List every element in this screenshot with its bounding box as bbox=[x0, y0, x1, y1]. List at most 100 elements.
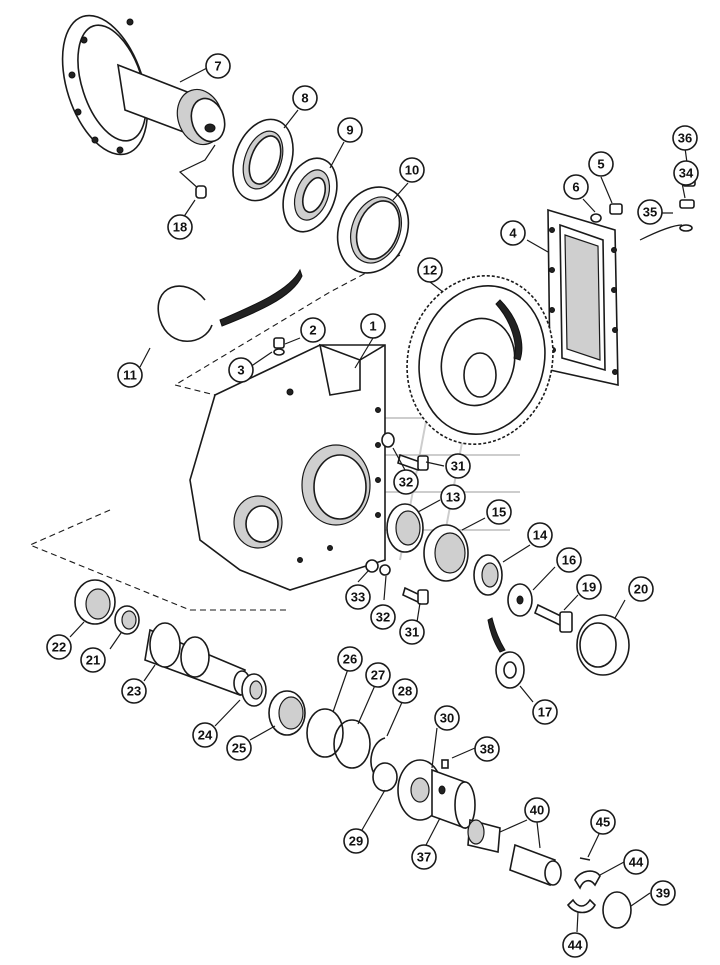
callout-45: 45 bbox=[590, 809, 616, 835]
callout-31-lower: 31 bbox=[399, 619, 425, 645]
callout-6: 6 bbox=[563, 174, 589, 200]
cap-part-20 bbox=[576, 614, 630, 676]
callout-29: 29 bbox=[343, 828, 369, 854]
svg-text:35: 35 bbox=[643, 205, 657, 220]
callout-10: 10 bbox=[399, 157, 425, 183]
svg-text:38: 38 bbox=[480, 742, 494, 757]
callout-14: 14 bbox=[527, 522, 553, 548]
callout-44-upper: 44 bbox=[623, 849, 649, 875]
svg-text:1: 1 bbox=[369, 319, 376, 334]
svg-text:10: 10 bbox=[405, 163, 419, 178]
callout-9: 9 bbox=[337, 117, 363, 143]
svg-text:20: 20 bbox=[634, 582, 648, 597]
callout-36: 36 bbox=[672, 125, 698, 151]
svg-text:24: 24 bbox=[198, 728, 213, 743]
callout-17: 17 bbox=[532, 699, 558, 725]
svg-text:2: 2 bbox=[309, 323, 316, 338]
collar-parts-30-37-38 bbox=[397, 759, 476, 830]
callout-15: 15 bbox=[486, 499, 512, 525]
svg-text:36: 36 bbox=[678, 131, 692, 146]
callout-44-lower: 44 bbox=[562, 932, 588, 958]
callout-32-lower: 32 bbox=[370, 604, 396, 630]
callout-18: 18 bbox=[167, 214, 193, 240]
svg-text:9: 9 bbox=[346, 123, 353, 138]
svg-text:15: 15 bbox=[492, 505, 506, 520]
callout-11: 11 bbox=[117, 362, 143, 388]
callout-2: 2 bbox=[300, 317, 326, 343]
pinion-shaft-assembly bbox=[74, 579, 251, 697]
snap-ring-part-11 bbox=[157, 268, 303, 343]
callout-23: 23 bbox=[121, 678, 147, 704]
svg-text:17: 17 bbox=[538, 705, 552, 720]
callout-38: 38 bbox=[474, 736, 500, 762]
svg-text:27: 27 bbox=[371, 668, 385, 683]
washer-part-16 bbox=[507, 583, 533, 617]
svg-text:16: 16 bbox=[562, 553, 576, 568]
callout-21: 21 bbox=[80, 647, 106, 673]
thrust-washer-part-17 bbox=[487, 617, 525, 689]
svg-text:21: 21 bbox=[86, 653, 100, 668]
bearing-cup-part-10 bbox=[336, 186, 410, 274]
svg-text:5: 5 bbox=[597, 157, 604, 172]
svg-text:7: 7 bbox=[214, 59, 221, 74]
svg-text:28: 28 bbox=[398, 684, 412, 699]
bolt-washer-lower bbox=[365, 559, 429, 605]
pin-part-18 bbox=[178, 144, 216, 199]
svg-text:33: 33 bbox=[351, 590, 365, 605]
svg-text:6: 6 bbox=[572, 180, 579, 195]
svg-text:34: 34 bbox=[679, 166, 694, 181]
callout-8: 8 bbox=[292, 85, 318, 111]
svg-text:18: 18 bbox=[173, 220, 187, 235]
bolt-washer-upper bbox=[381, 432, 429, 472]
snap-rings-26-29 bbox=[306, 708, 398, 792]
callout-39: 39 bbox=[650, 880, 676, 906]
bearing-parts-24-25 bbox=[241, 673, 306, 736]
callout-22: 22 bbox=[46, 634, 72, 660]
transmission-housing-part-1 bbox=[189, 343, 386, 591]
callout-37: 37 bbox=[411, 844, 437, 870]
callout-12: 12 bbox=[417, 257, 443, 283]
svg-text:39: 39 bbox=[656, 886, 670, 901]
svg-text:25: 25 bbox=[232, 741, 246, 756]
svg-text:44: 44 bbox=[629, 855, 644, 870]
callout-40: 40 bbox=[524, 797, 550, 823]
callout-13: 13 bbox=[440, 484, 466, 510]
callout-32-upper: 32 bbox=[393, 469, 419, 495]
retainer-parts-44-45-39 bbox=[566, 857, 632, 929]
callout-30: 30 bbox=[434, 705, 460, 731]
svg-text:12: 12 bbox=[423, 263, 437, 278]
svg-text:30: 30 bbox=[440, 711, 454, 726]
callout-19: 19 bbox=[576, 574, 602, 600]
large-gear-part-12 bbox=[406, 275, 554, 445]
callout-26: 26 bbox=[337, 646, 363, 672]
cover-plate-part-4 bbox=[547, 208, 619, 387]
callout-33: 33 bbox=[345, 584, 371, 610]
svg-text:44: 44 bbox=[568, 938, 583, 953]
svg-text:3: 3 bbox=[237, 363, 244, 378]
callout-7: 7 bbox=[205, 53, 231, 79]
callout-4: 4 bbox=[500, 220, 526, 246]
svg-text:23: 23 bbox=[127, 684, 141, 699]
callout-20: 20 bbox=[628, 576, 654, 602]
callout-leaders bbox=[69, 67, 689, 933]
assembly-guide-lines bbox=[28, 254, 401, 611]
callout-28: 28 bbox=[392, 678, 418, 704]
callout-5: 5 bbox=[588, 151, 614, 177]
svg-text:11: 11 bbox=[123, 368, 137, 383]
seal-ring-part-8 bbox=[232, 118, 294, 202]
svg-text:40: 40 bbox=[530, 803, 544, 818]
svg-text:26: 26 bbox=[343, 652, 357, 667]
svg-text:31: 31 bbox=[405, 625, 419, 640]
svg-text:19: 19 bbox=[582, 580, 596, 595]
bearing-cups-13-15 bbox=[386, 503, 469, 582]
callout-31-upper: 31 bbox=[445, 453, 471, 479]
callout-27: 27 bbox=[365, 662, 391, 688]
output-shaft-part-40 bbox=[467, 818, 562, 887]
svg-text:4: 4 bbox=[509, 226, 517, 241]
callout-1: 1 bbox=[360, 313, 386, 339]
svg-text:32: 32 bbox=[376, 610, 390, 625]
bolt-part-19 bbox=[533, 603, 573, 633]
svg-text:45: 45 bbox=[596, 815, 610, 830]
callout-34: 34 bbox=[673, 160, 699, 186]
